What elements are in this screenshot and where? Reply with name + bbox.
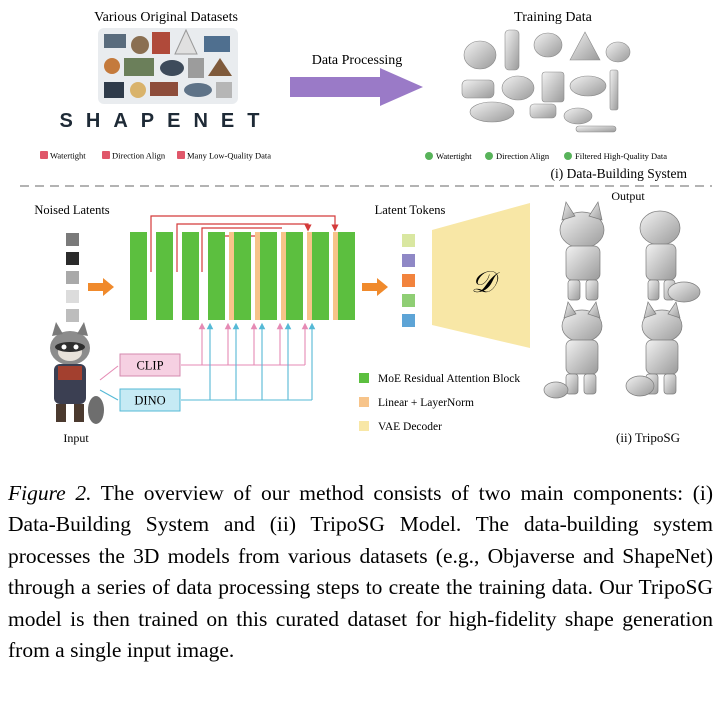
output-renders xyxy=(543,201,701,399)
linear-layernorm-block xyxy=(255,232,260,320)
legend-item: VAE Decoder xyxy=(359,421,442,433)
moe-attention-block xyxy=(208,232,225,320)
bad-check-item: Direction Align xyxy=(102,151,166,161)
clip-label: CLIP xyxy=(136,359,163,373)
dino-encoder: DINO xyxy=(119,388,181,412)
good-check-item: Filtered High-Quality Data xyxy=(564,151,667,161)
latent-tokens-label: Latent Tokens xyxy=(375,203,446,217)
legend-label: Linear + LayerNorm xyxy=(378,397,474,409)
noised-latent-cell xyxy=(66,271,79,284)
legend-label: VAE Decoder xyxy=(378,421,442,433)
latent-token-cell xyxy=(402,274,415,287)
legend: MoE Residual Attention Block Linear + La… xyxy=(359,373,520,433)
check-icon xyxy=(425,152,433,160)
condition-connections xyxy=(99,322,316,401)
bad-check-item: Watertight xyxy=(40,151,86,161)
noised-latent-cell xyxy=(66,233,79,246)
check-icon xyxy=(485,152,493,160)
noised-latents-label: Noised Latents xyxy=(34,203,109,217)
bad-check-item: Many Low-Quality Data xyxy=(177,151,271,161)
linear-layernorm-block xyxy=(229,232,234,320)
cross-icon xyxy=(40,151,48,159)
figure-caption: Figure 2. The overview of our method con… xyxy=(8,478,713,666)
moe-attention-block xyxy=(156,232,173,320)
moe-attention-block xyxy=(234,232,251,320)
clip-encoder: CLIP xyxy=(119,353,181,377)
moe-attention-block xyxy=(338,232,355,320)
bad-check-label: Watertight xyxy=(50,151,86,161)
linear-layernorm-block xyxy=(307,232,312,320)
moe-attention-block xyxy=(286,232,303,320)
data-processing-arrow: Data Processing xyxy=(290,53,423,106)
output-render-front xyxy=(559,201,605,301)
legend-item: Linear + LayerNorm xyxy=(359,397,474,409)
training-data-title: Training Data xyxy=(514,10,592,25)
output-render-back xyxy=(543,301,603,399)
output-arrow xyxy=(362,278,388,296)
cross-icon xyxy=(102,151,110,159)
output-label: Output xyxy=(611,189,645,203)
data-processing-label: Data Processing xyxy=(312,53,403,68)
figure-diagram: Various Original Datasets SHAPENET Water… xyxy=(20,10,712,445)
noised-latent-cell xyxy=(66,290,79,303)
good-check-item: Direction Align xyxy=(485,151,550,161)
legend-label: MoE Residual Attention Block xyxy=(378,373,520,385)
noised-latent-cell xyxy=(66,309,79,322)
dino-label: DINO xyxy=(134,394,165,408)
shapenet-logo: SHAPENET xyxy=(60,110,273,132)
noised-latent-cell xyxy=(66,252,79,265)
linear-layernorm-block xyxy=(333,232,338,320)
latent-token-cell xyxy=(402,254,415,267)
caption-label: Figure 2. xyxy=(8,481,92,505)
legend-item: MoE Residual Attention Block xyxy=(359,373,520,385)
latent-token-cell xyxy=(402,234,415,247)
output-render-rear xyxy=(625,301,683,397)
input-label: Input xyxy=(63,431,89,445)
good-check-label: Watertight xyxy=(436,151,472,161)
moe-attention-block xyxy=(260,232,277,320)
cross-icon xyxy=(177,151,185,159)
input-image xyxy=(50,322,104,424)
moe-attention-block xyxy=(312,232,329,320)
output-render-side xyxy=(639,210,701,303)
original-datasets-collage xyxy=(98,28,238,104)
original-datasets-title: Various Original Datasets xyxy=(94,10,238,25)
bad-check-label: Many Low-Quality Data xyxy=(187,151,271,161)
input-arrow xyxy=(88,278,114,296)
good-check-label: Direction Align xyxy=(496,151,550,161)
training-data-objects xyxy=(461,29,631,133)
linear-layernorm-block xyxy=(281,232,286,320)
moe-attention-block xyxy=(130,232,147,320)
latent-token-cell xyxy=(402,294,415,307)
latent-token-cell xyxy=(402,314,415,327)
check-icon xyxy=(564,152,572,160)
noised-latent-cells xyxy=(66,233,79,322)
vae-decoder: 𝒟 xyxy=(432,203,530,348)
bad-check-label: Direction Align xyxy=(112,151,166,161)
caption-text: The overview of our method consists of t… xyxy=(8,481,713,663)
transformer-blocks xyxy=(130,232,355,320)
data-building-section-label: (i) Data-Building System xyxy=(551,166,688,181)
bad-checks: Watertight Direction Align Many Low-Qual… xyxy=(40,151,271,161)
good-check-label: Filtered High-Quality Data xyxy=(575,151,667,161)
good-check-item: Watertight xyxy=(425,151,472,161)
triposg-section-label: (ii) TripoSG xyxy=(616,430,680,445)
moe-attention-block xyxy=(182,232,199,320)
good-checks: Watertight Direction Align Filtered High… xyxy=(425,151,667,161)
latent-token-cells xyxy=(402,234,415,327)
